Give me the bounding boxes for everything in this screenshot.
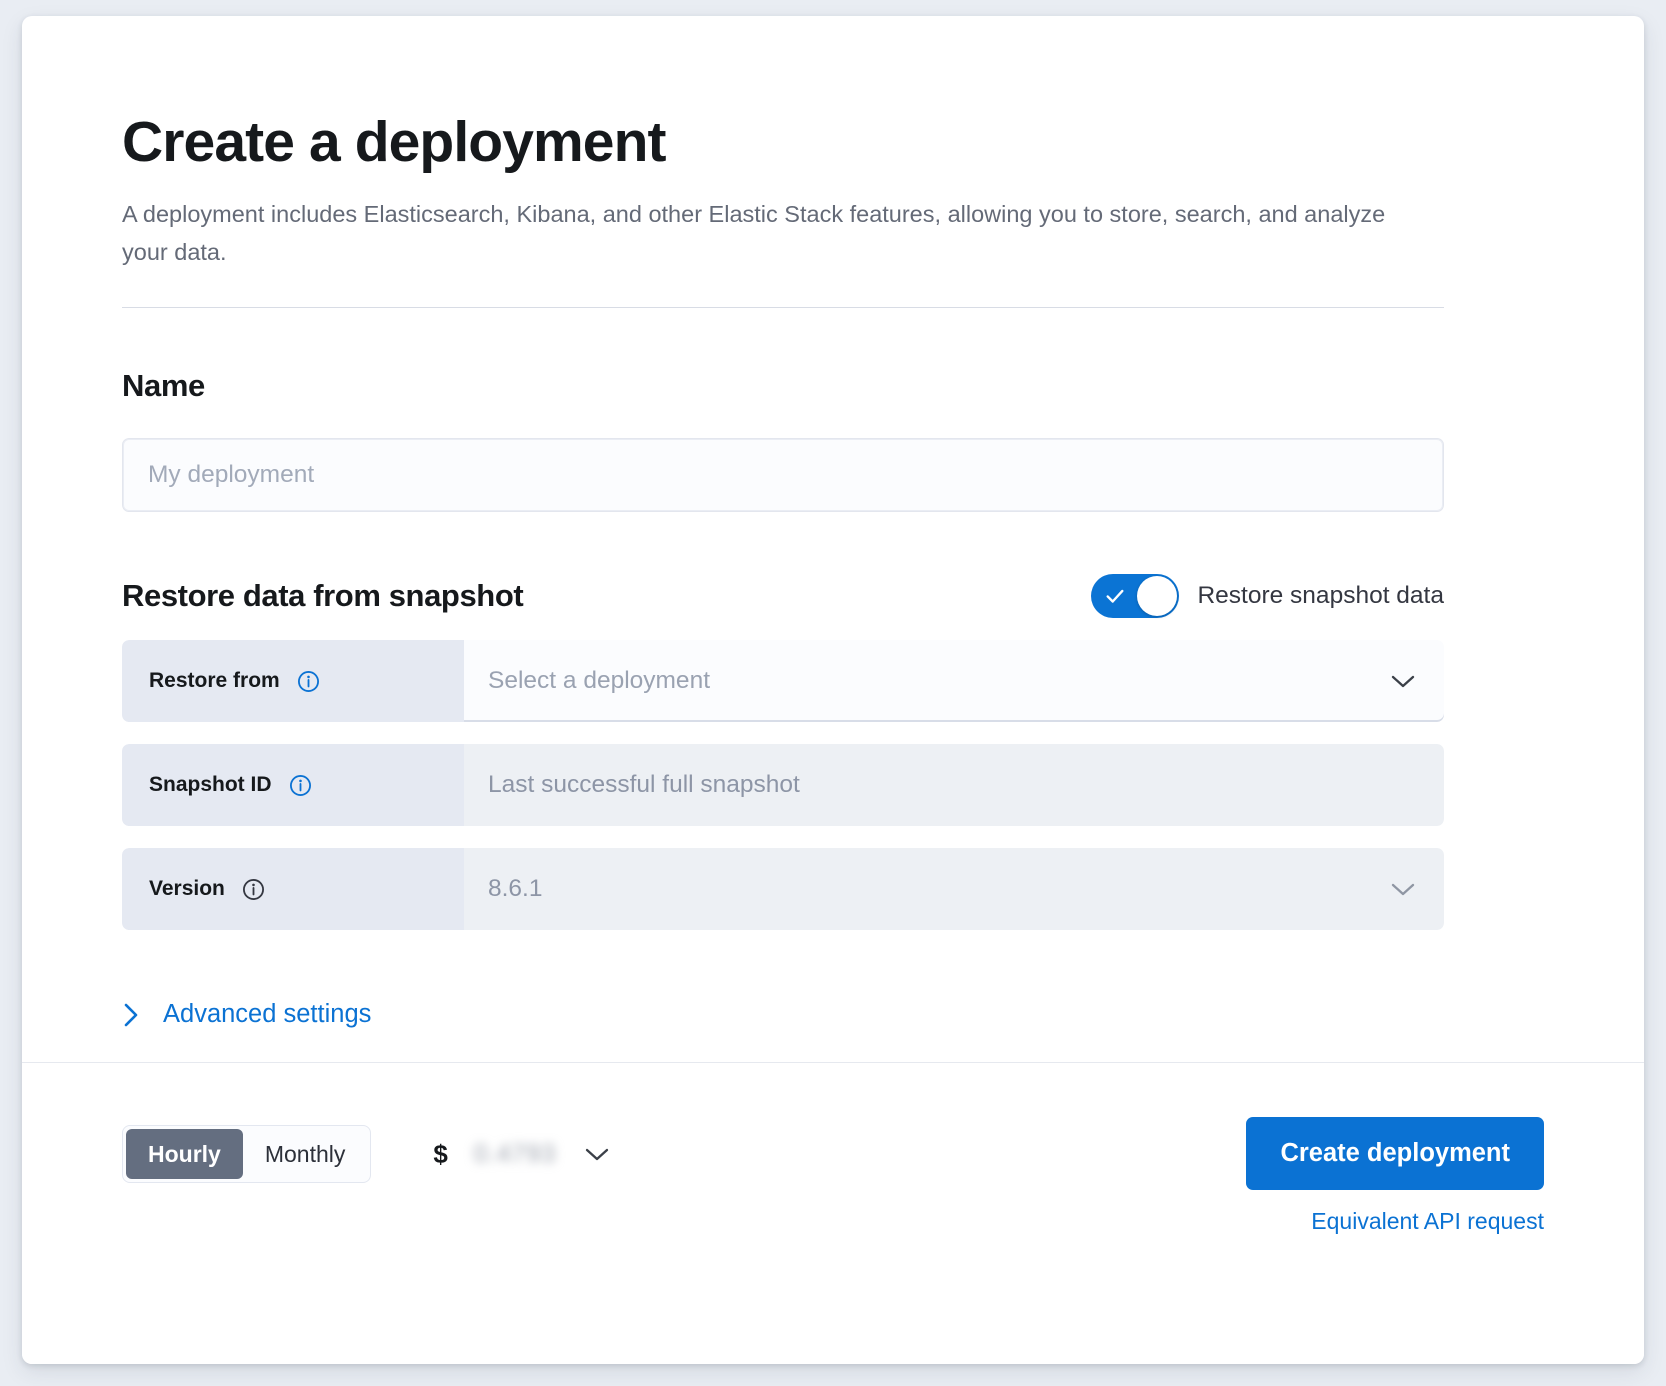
chevron-down-icon[interactable] <box>582 1145 612 1163</box>
info-icon[interactable] <box>242 878 265 901</box>
snapshot-id-label: Snapshot ID <box>149 773 272 797</box>
billing-monthly-button[interactable]: Monthly <box>243 1129 368 1179</box>
deployment-name-placeholder: My deployment <box>148 461 315 489</box>
restore-snapshot-toggle[interactable] <box>1091 574 1180 619</box>
restore-section-header: Restore data from snapshot Restore snaps… <box>122 574 1444 619</box>
create-deployment-button[interactable]: Create deployment <box>1246 1117 1544 1190</box>
restore-from-value: Select a deployment <box>488 667 710 695</box>
snapshot-id-row: Snapshot ID Last successful full snapsho… <box>122 744 1444 827</box>
version-label: Version <box>149 877 225 901</box>
billing-hourly-button[interactable]: Hourly <box>126 1129 243 1179</box>
price-currency: $ <box>433 1138 448 1169</box>
card-footer: Hourly Monthly $ 0.4793 Create deploymen… <box>22 1062 1644 1364</box>
info-icon[interactable] <box>289 774 312 797</box>
footer-right-group: Create deployment Equivalent API request <box>1246 1117 1544 1235</box>
create-deployment-card: Create a deployment A deployment include… <box>22 16 1644 1364</box>
header-divider <box>122 307 1444 309</box>
footer-left-group: Hourly Monthly $ 0.4793 <box>122 1117 612 1183</box>
restore-from-label-group: Restore from <box>122 640 464 723</box>
restore-snapshot-toggle-group[interactable]: Restore snapshot data <box>1091 574 1444 619</box>
restore-section-title: Restore data from snapshot <box>122 578 524 614</box>
card-body: Create a deployment A deployment include… <box>22 16 1644 1062</box>
equivalent-api-request-link[interactable]: Equivalent API request <box>1311 1208 1544 1234</box>
deployment-name-input[interactable]: My deployment <box>122 438 1444 513</box>
name-section: Name My deployment <box>122 368 1544 513</box>
version-row: Version 8.6.1 <box>122 848 1444 931</box>
version-label-group: Version <box>122 848 464 931</box>
restore-from-row: Restore from Select a deployment <box>122 640 1444 723</box>
chevron-down-icon[interactable] <box>1388 880 1418 898</box>
version-select[interactable]: 8.6.1 <box>464 848 1444 931</box>
info-icon[interactable] <box>297 670 320 693</box>
restore-snapshot-toggle-label: Restore snapshot data <box>1197 582 1444 610</box>
chevron-down-icon[interactable] <box>1388 672 1418 690</box>
snapshot-id-value: Last successful full snapshot <box>488 771 800 799</box>
name-section-title: Name <box>122 368 205 404</box>
restore-from-label: Restore from <box>149 669 280 693</box>
restore-from-select[interactable]: Select a deployment <box>464 640 1444 723</box>
price-value: 0.4793 <box>473 1139 557 1168</box>
snapshot-id-label-group: Snapshot ID <box>122 744 464 827</box>
advanced-settings-label: Advanced settings <box>163 1000 372 1029</box>
version-value: 8.6.1 <box>488 875 543 903</box>
check-icon <box>1106 589 1124 603</box>
advanced-settings-toggle[interactable]: Advanced settings <box>122 1000 371 1029</box>
chevron-right-icon <box>124 1003 138 1026</box>
price-display[interactable]: $ 0.4793 <box>433 1139 612 1170</box>
snapshot-id-input[interactable]: Last successful full snapshot <box>464 744 1444 827</box>
billing-period-segmented-control[interactable]: Hourly Monthly <box>122 1125 372 1183</box>
page-description: A deployment includes Elasticsearch, Kib… <box>122 200 1386 266</box>
toggle-knob <box>1137 576 1178 617</box>
page-title: Create a deployment <box>122 110 666 174</box>
